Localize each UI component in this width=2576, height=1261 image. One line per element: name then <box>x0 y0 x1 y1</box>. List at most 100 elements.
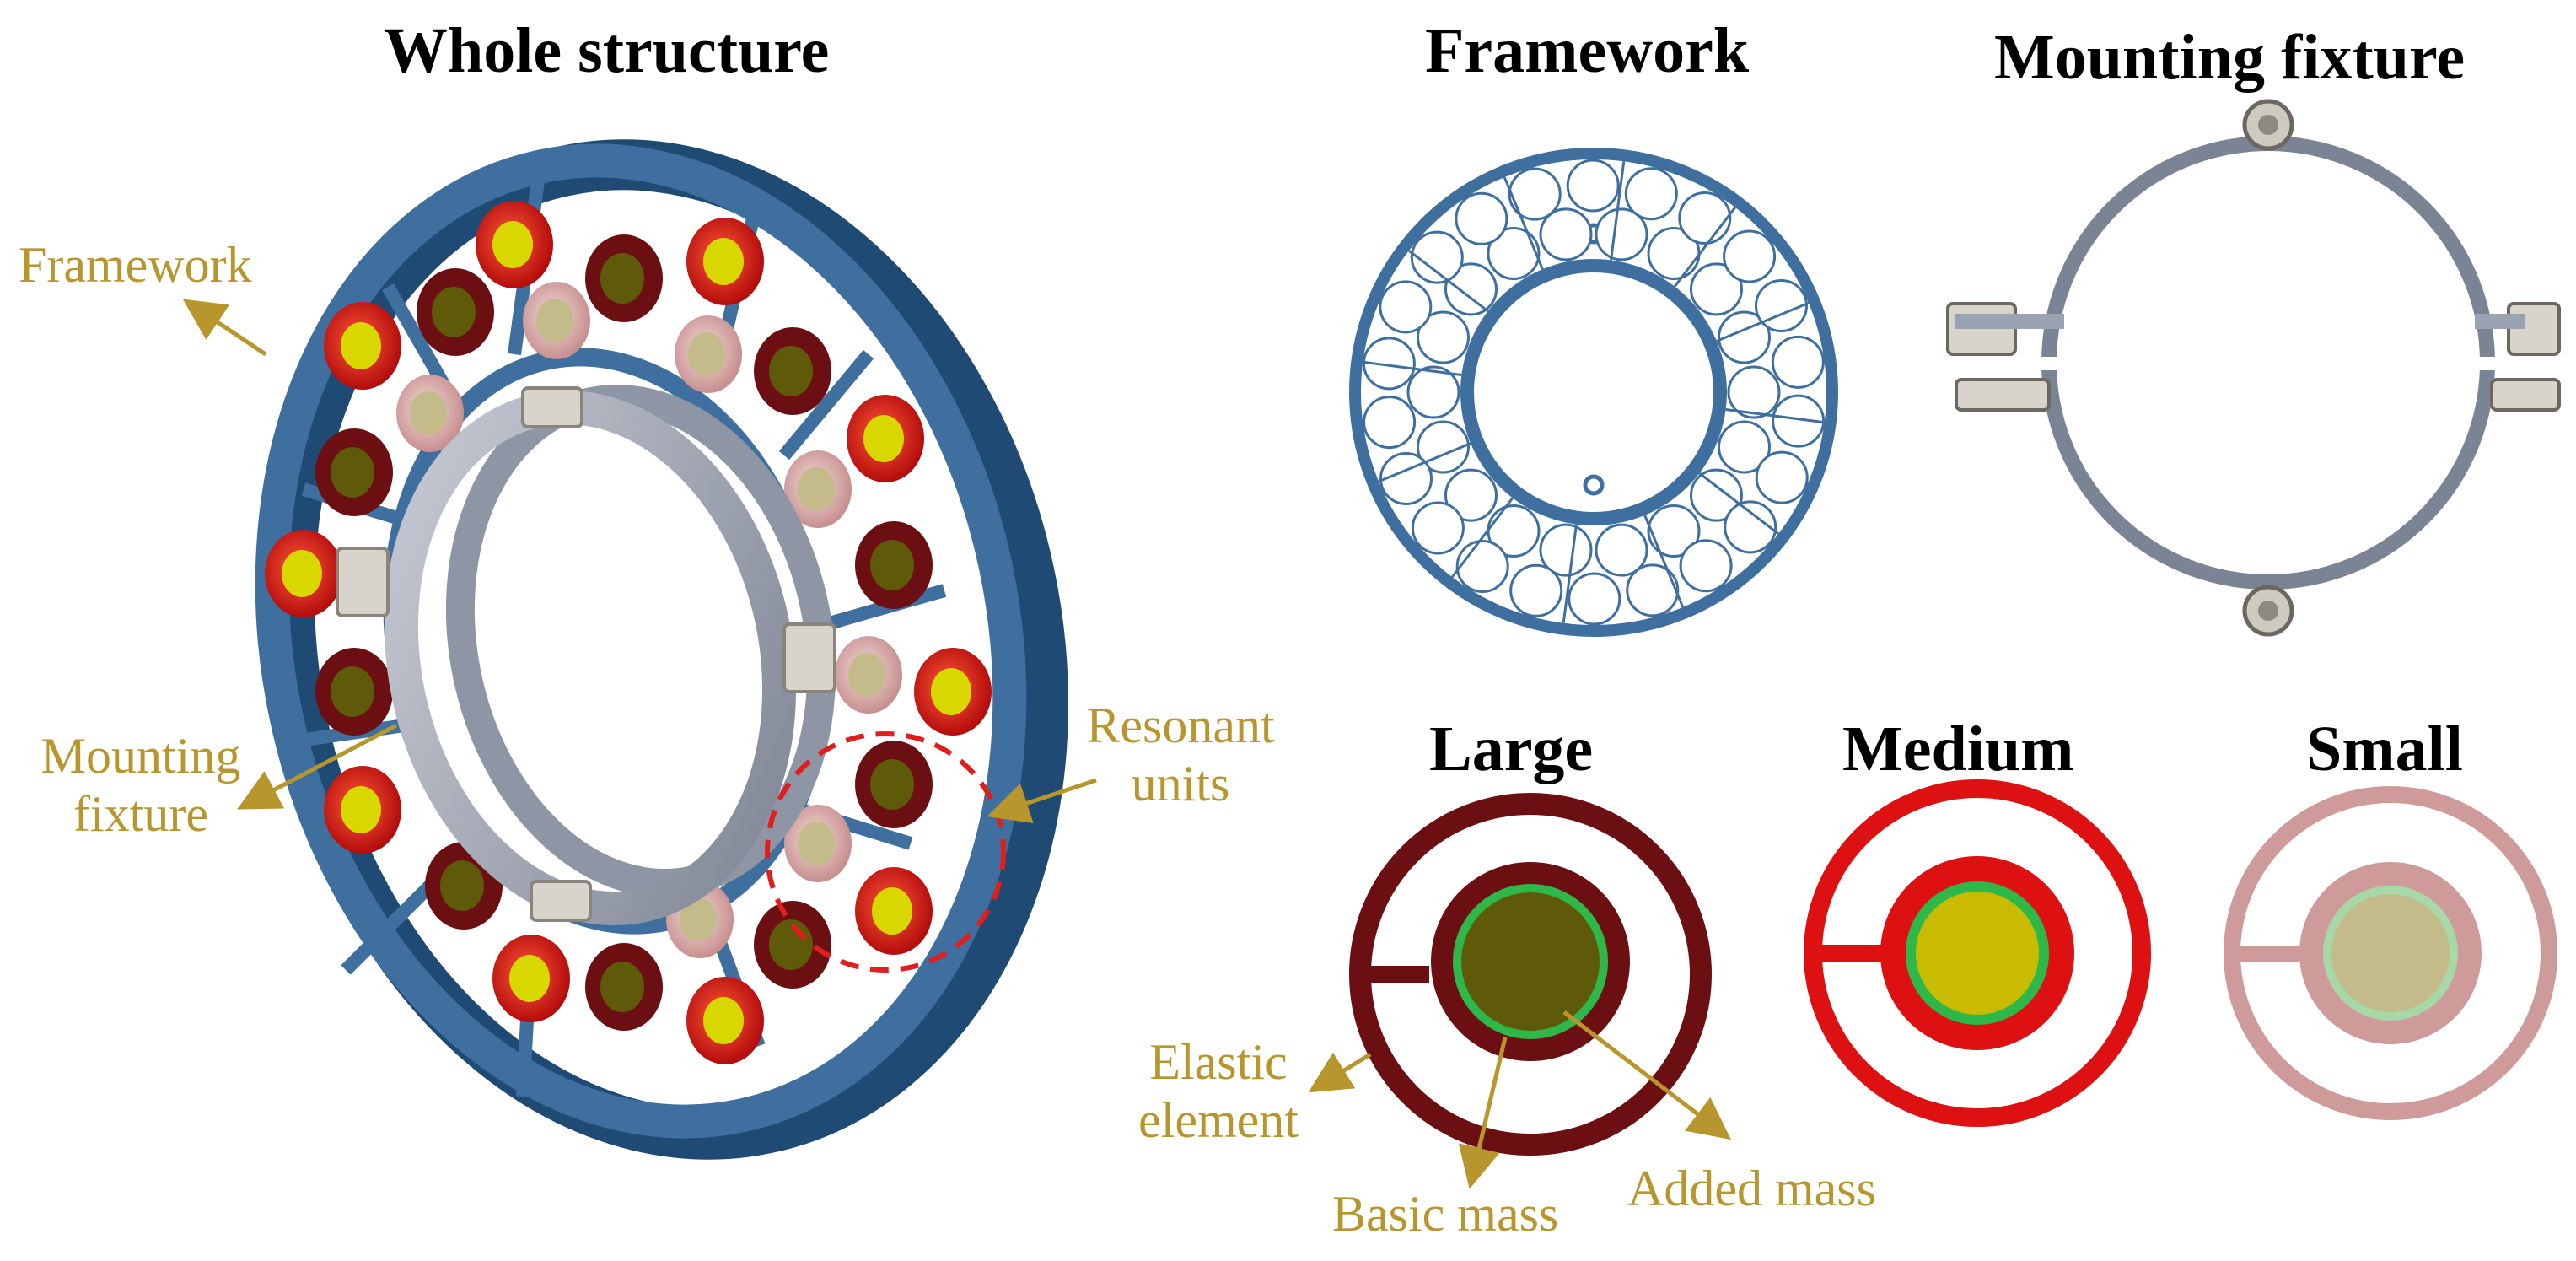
framework-spoke <box>1716 301 1810 342</box>
unit-pink <box>523 282 590 359</box>
framework-cell <box>1455 191 1508 245</box>
framework-cell <box>1539 523 1593 577</box>
framework-cell <box>1568 572 1621 626</box>
fixture-bolts <box>336 386 836 922</box>
framework-cell <box>1595 523 1648 577</box>
framework-cell <box>1444 262 1498 316</box>
label-elastic-element: Elastic element <box>1117 1033 1320 1150</box>
framework-spoke <box>1725 408 1825 424</box>
label-resonant-units: Resonant units <box>1058 697 1303 813</box>
framework-illustration <box>1349 148 1838 637</box>
framework-spoke <box>1503 176 1544 270</box>
unit-pink <box>784 450 852 528</box>
framework-cell <box>1417 310 1470 364</box>
unit-large <box>754 327 831 415</box>
title-medium: Medium <box>1842 714 2074 784</box>
label-added-mass: Added mass <box>1627 1161 1876 1216</box>
framework-spoke <box>1673 206 1736 288</box>
framework-cell <box>1455 540 1509 593</box>
framework-spoke <box>1562 524 1578 623</box>
unit-red <box>855 867 933 955</box>
large-unit-arrows <box>1308 1010 1731 1189</box>
framework-cell <box>1679 539 1733 593</box>
title-mounting-fixture: Mounting fixture <box>1994 22 2466 93</box>
framework-cell <box>1772 394 1826 448</box>
medium-unit-illustration <box>1804 779 2151 1127</box>
framework-spoke <box>1378 442 1471 483</box>
label-framework: Framework <box>19 237 252 293</box>
label-mounting-line2: fixture <box>73 786 208 842</box>
unit-large <box>315 428 393 516</box>
framework-cell <box>1595 207 1648 261</box>
unit-pink <box>835 636 902 714</box>
title-small: Small <box>2306 714 2463 784</box>
unit-pink <box>675 315 742 393</box>
title-framework: Framework <box>1425 15 1750 86</box>
title-large: Large <box>1429 714 1594 784</box>
unit-red <box>265 530 342 617</box>
arrow-added-mass <box>1562 1010 1731 1140</box>
unit-large <box>585 234 663 322</box>
arrow-framework <box>182 299 267 357</box>
small-unit-illustration <box>2224 786 2557 1120</box>
arrow-resonant <box>987 778 1097 824</box>
framework-cell <box>1487 227 1541 280</box>
annotation-arrows <box>182 299 1097 824</box>
resonant-units-3d <box>265 201 992 1064</box>
unit-red <box>686 218 764 305</box>
whole-structure-illustration <box>255 139 1068 1160</box>
framework-spoke <box>1451 497 1514 579</box>
label-mounting-fixture: Mounting fixture <box>19 727 263 843</box>
framework-spoke <box>1407 250 1489 313</box>
resonant-units-highlight <box>765 731 1006 973</box>
framework-cell <box>1647 504 1701 558</box>
label-elastic-line2: element <box>1138 1092 1299 1148</box>
framework-cell <box>1508 167 1562 221</box>
framework-cell <box>1406 365 1460 419</box>
framework-cell <box>1566 159 1620 213</box>
unit-red <box>686 977 764 1064</box>
large-unit-illustration <box>1349 793 1712 1156</box>
arrow-basic-mass <box>1458 1037 1508 1189</box>
framework-spoke <box>1698 472 1780 535</box>
framework-cell <box>1678 191 1732 245</box>
mounting-fixture-illustration <box>1946 99 2561 637</box>
framework-cell <box>1690 468 1743 522</box>
unit-red <box>914 648 992 736</box>
framework-cell <box>1444 468 1498 522</box>
unit-red <box>324 302 401 390</box>
framework-cell <box>1723 229 1777 283</box>
unit-large <box>315 648 393 736</box>
framework-cell <box>1724 500 1777 554</box>
outer-ring-face <box>255 143 1027 1139</box>
label-resonant-line2: units <box>1131 756 1230 811</box>
framework-cell <box>1509 563 1563 617</box>
framework-cell <box>1410 230 1464 284</box>
unit-large <box>754 901 831 989</box>
framework-cell <box>1379 280 1433 334</box>
unit-red <box>324 766 401 854</box>
unit-large <box>855 741 933 828</box>
unit-pink <box>784 805 852 882</box>
unit-pink <box>396 375 464 452</box>
arrow-mounting <box>237 723 398 810</box>
framework-spoke <box>1643 515 1685 608</box>
unit-red <box>492 935 570 1022</box>
framework-cell <box>1624 167 1678 221</box>
unit-large <box>585 943 663 1031</box>
framework-cell <box>1626 563 1680 617</box>
unit-red <box>476 201 553 288</box>
framework-cell <box>1539 207 1593 261</box>
framework-cell <box>1362 337 1416 391</box>
framework-cell <box>1690 262 1743 316</box>
title-whole-structure: Whole structure <box>384 15 830 86</box>
label-elastic-line1: Elastic <box>1149 1034 1288 1090</box>
label-basic-mass: Basic mass <box>1332 1186 1559 1242</box>
framework-cell <box>1363 396 1417 450</box>
framework-spoke <box>1363 360 1462 376</box>
framework-cell <box>1411 501 1465 555</box>
framework-cell <box>1727 365 1781 419</box>
framework-spoke <box>1610 161 1626 261</box>
unit-large <box>855 521 933 609</box>
